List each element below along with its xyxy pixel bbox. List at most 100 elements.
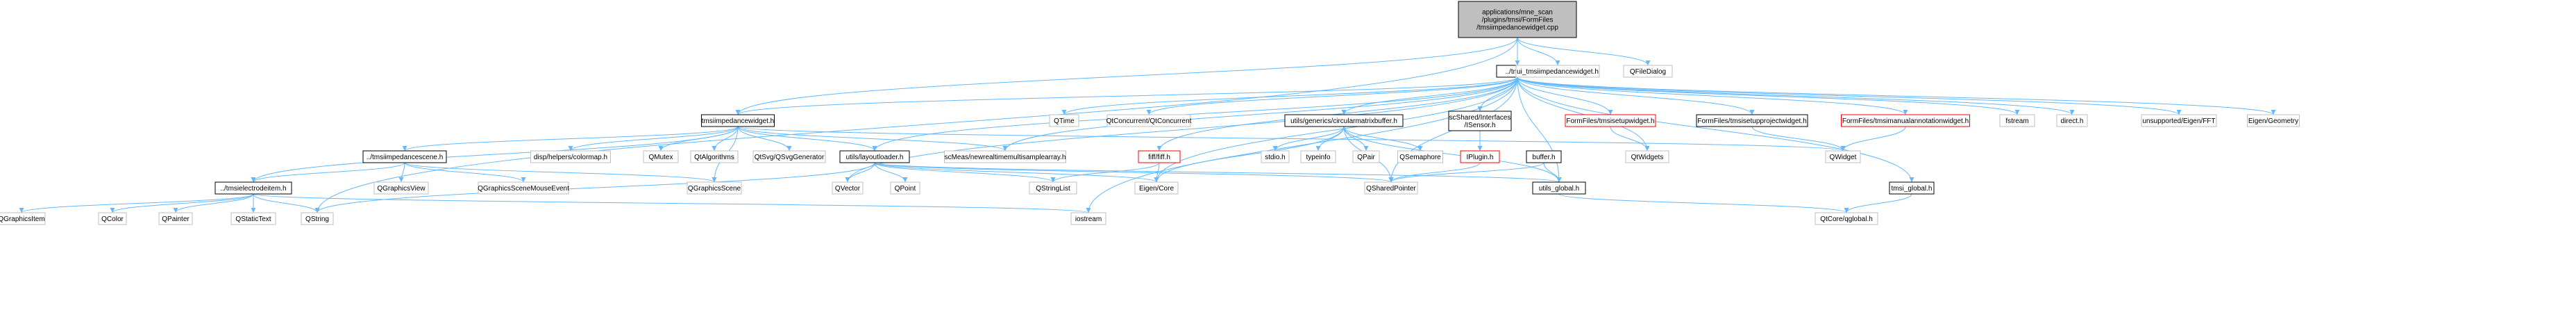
edge-tmsi_h-to-direct — [1517, 76, 2075, 115]
edge-fiff-to-qstringlist — [1050, 162, 1160, 183]
node-box — [944, 150, 1066, 163]
node-tmsi_global[interactable]: tmsi_global.h — [1889, 181, 1935, 195]
node-qsemaphore: QSemaphore — [1397, 150, 1443, 163]
node-tmsielectrodeitem[interactable]: ../tmsielectrodeitem.h — [214, 181, 292, 195]
node-box — [478, 181, 569, 195]
node-box — [832, 181, 864, 195]
node-label: FormFiles/tmsisetupprojectwidget.h — [1697, 117, 1806, 125]
node-box — [214, 181, 292, 195]
node-box — [1106, 114, 1191, 127]
edge-tmsi_h-to-newrealtime — [1002, 76, 1518, 152]
node-label: QtAlgorithms — [694, 154, 734, 161]
node-qgraphicsview: QGraphicsView — [373, 181, 429, 195]
node-label: utils/generics/circularmatrixbuffer.h — [1290, 117, 1397, 125]
node-box — [1138, 150, 1181, 163]
node-tmsisetupprojectwidget[interactable]: FormFiles/tmsisetupprojectwidget.h — [1696, 114, 1808, 127]
edge-utils_global-to-qtcoreglobal — [1558, 193, 1849, 213]
edge-iplugin-to-qsharedpointer — [1388, 162, 1481, 183]
node-label: QtSvg/QSvgGenerator — [755, 154, 825, 161]
edge-tmsielectrodeitem-to-qstring — [253, 193, 320, 213]
edge-tmsisetupprojectwidget-to-qwidget — [1751, 126, 1846, 152]
node-label: tmsi_global.h — [1892, 185, 1933, 193]
node-tmsiimpedancewidget[interactable]: tmsiimpedancewidget.h — [701, 114, 775, 127]
edge-tmsiimpedancewidget-to-newrealtime — [737, 126, 1008, 152]
node-label: QGraphicsItem — [0, 216, 45, 223]
node-box — [1696, 114, 1808, 127]
node-label: /ISensor.h — [1464, 122, 1495, 129]
node-label: QtWidgets — [1631, 154, 1664, 161]
node-qcolor: QColor — [98, 212, 127, 225]
node-box — [1815, 212, 1878, 225]
edge-tmsiimpedancescene-to-qgraphicsview — [398, 162, 405, 183]
node-label: /tmsiimpedancewidget.cpp — [1476, 24, 1558, 32]
edge-tmsielectrodeitem-to-qcolor — [110, 193, 254, 213]
node-qgraphicsscenemouseevent: QGraphicsSceneMouseEvent — [478, 181, 569, 195]
edge-tmsisetupwidget-to-qtwidgets — [1610, 126, 1650, 152]
edge-tmsi_h-to-tmsimanualannotationwidget — [1517, 76, 1908, 115]
edge-tmsi_h-to-qtwidgets — [1517, 76, 1650, 152]
node-label: fstream — [2005, 117, 2028, 125]
node-label: FormFiles/tmsisetupwidget.h — [1566, 117, 1654, 125]
node-tmsisetupwidget[interactable]: FormFiles/tmsisetupwidget.h — [1565, 114, 1656, 127]
node-label: utils_global.h — [1539, 185, 1579, 193]
node-root[interactable]: applications/mne_scan/plugins/tmsi/FormF… — [1458, 1, 1577, 38]
edge-tmsiimpedancewidget-to-tmsielectrodeitem — [251, 126, 739, 183]
node-iplugin[interactable]: IPlugin.h — [1460, 150, 1500, 163]
node-qtalgorithms: QtAlgorithms — [690, 150, 739, 163]
node-label: iostream — [1075, 216, 1102, 223]
node-label: disp/helpers/colormap.h — [534, 154, 607, 161]
node-label: stdio.h — [1265, 154, 1285, 161]
edge-tmsielectrodeitem-to-iostream — [253, 193, 1091, 213]
node-ui_widget: ui_tmsiimpedancewidget.h — [1515, 65, 1600, 78]
node-eigen_core: Eigen/Core — [1134, 181, 1179, 195]
edge-tmsi_h-to-eigen_fft — [1517, 76, 2182, 115]
node-eigen_fft: unsupported/Eigen/FFT — [2141, 114, 2217, 127]
node-qtcoreglobal: QtCore/qglobal.h — [1815, 212, 1878, 225]
edge-root-to-ui_widget — [1517, 37, 1560, 66]
node-label: QTime — [1054, 117, 1075, 125]
node-label: QString — [305, 216, 329, 223]
node-qstatictext: QStaticText — [230, 212, 276, 225]
node-qsharedpointer: QSharedPointer — [1364, 181, 1418, 195]
node-qvector: QVector — [832, 181, 864, 195]
node-box — [98, 212, 127, 225]
node-qtconcurrent: QtConcurrent/QtConcurrent — [1106, 114, 1192, 127]
edge-circularmatrixbuffer-to-utils_global — [1343, 126, 1562, 183]
node-box — [1460, 150, 1500, 163]
node-box — [1999, 114, 2035, 127]
node-box — [1625, 150, 1669, 163]
node-box — [1623, 65, 1673, 78]
node-box — [1565, 114, 1656, 127]
node-label: fiff/fiff.h — [1148, 154, 1170, 161]
edge-tmsi_h-to-layoutloader — [872, 76, 1518, 152]
node-tmsimanualannotationwidget[interactable]: FormFiles/tmsimanualannotationwidget.h — [1841, 114, 1970, 127]
node-buffer[interactable]: buffer.h — [1526, 150, 1562, 163]
node-label: ../tmsielectrodeitem.h — [220, 185, 286, 193]
node-utils_global[interactable]: utils_global.h — [1532, 181, 1586, 195]
node-box — [690, 150, 739, 163]
node-box — [1261, 150, 1290, 163]
node-qgraphicsitem: QGraphicsItem — [0, 212, 46, 225]
edge-layoutloader-to-qstring — [314, 162, 875, 213]
node-isensor[interactable]: scShared/Interfaces/ISensor.h — [1448, 111, 1512, 131]
edge-tmsiimpedancewidget-to-qsvggenerator — [737, 126, 792, 152]
node-layoutloader[interactable]: utils/layoutloader.h — [839, 150, 910, 163]
node-circularmatrixbuffer[interactable]: utils/generics/circularmatrixbuffer.h — [1284, 114, 1404, 127]
node-label: QSemaphore — [1399, 154, 1441, 161]
edge-tmsiimpedancewidget-to-tmsiimpedancescene — [402, 126, 739, 152]
node-fstream: fstream — [1999, 114, 2035, 127]
node-label: QGraphicsScene — [688, 185, 741, 193]
node-tmsiimpedancescene[interactable]: ../tmsiimpedancescene.h — [362, 150, 447, 163]
node-box — [1458, 1, 1577, 38]
node-fiff[interactable]: fiff/fiff.h — [1138, 150, 1181, 163]
node-qmutex: QMutex — [643, 150, 679, 163]
node-box — [1889, 181, 1935, 195]
node-box — [643, 150, 679, 163]
node-colormap: disp/helpers/colormap.h — [530, 150, 611, 163]
edge-layoutloader-to-qstringlist — [874, 162, 1056, 183]
node-qpainter: QPainter — [158, 212, 193, 225]
edge-tmsi_h-to-tmsisetupprojectwidget — [1517, 76, 1755, 115]
node-label: QPoint — [895, 185, 916, 193]
node-box — [687, 181, 742, 195]
node-label: QPainter — [162, 216, 190, 223]
